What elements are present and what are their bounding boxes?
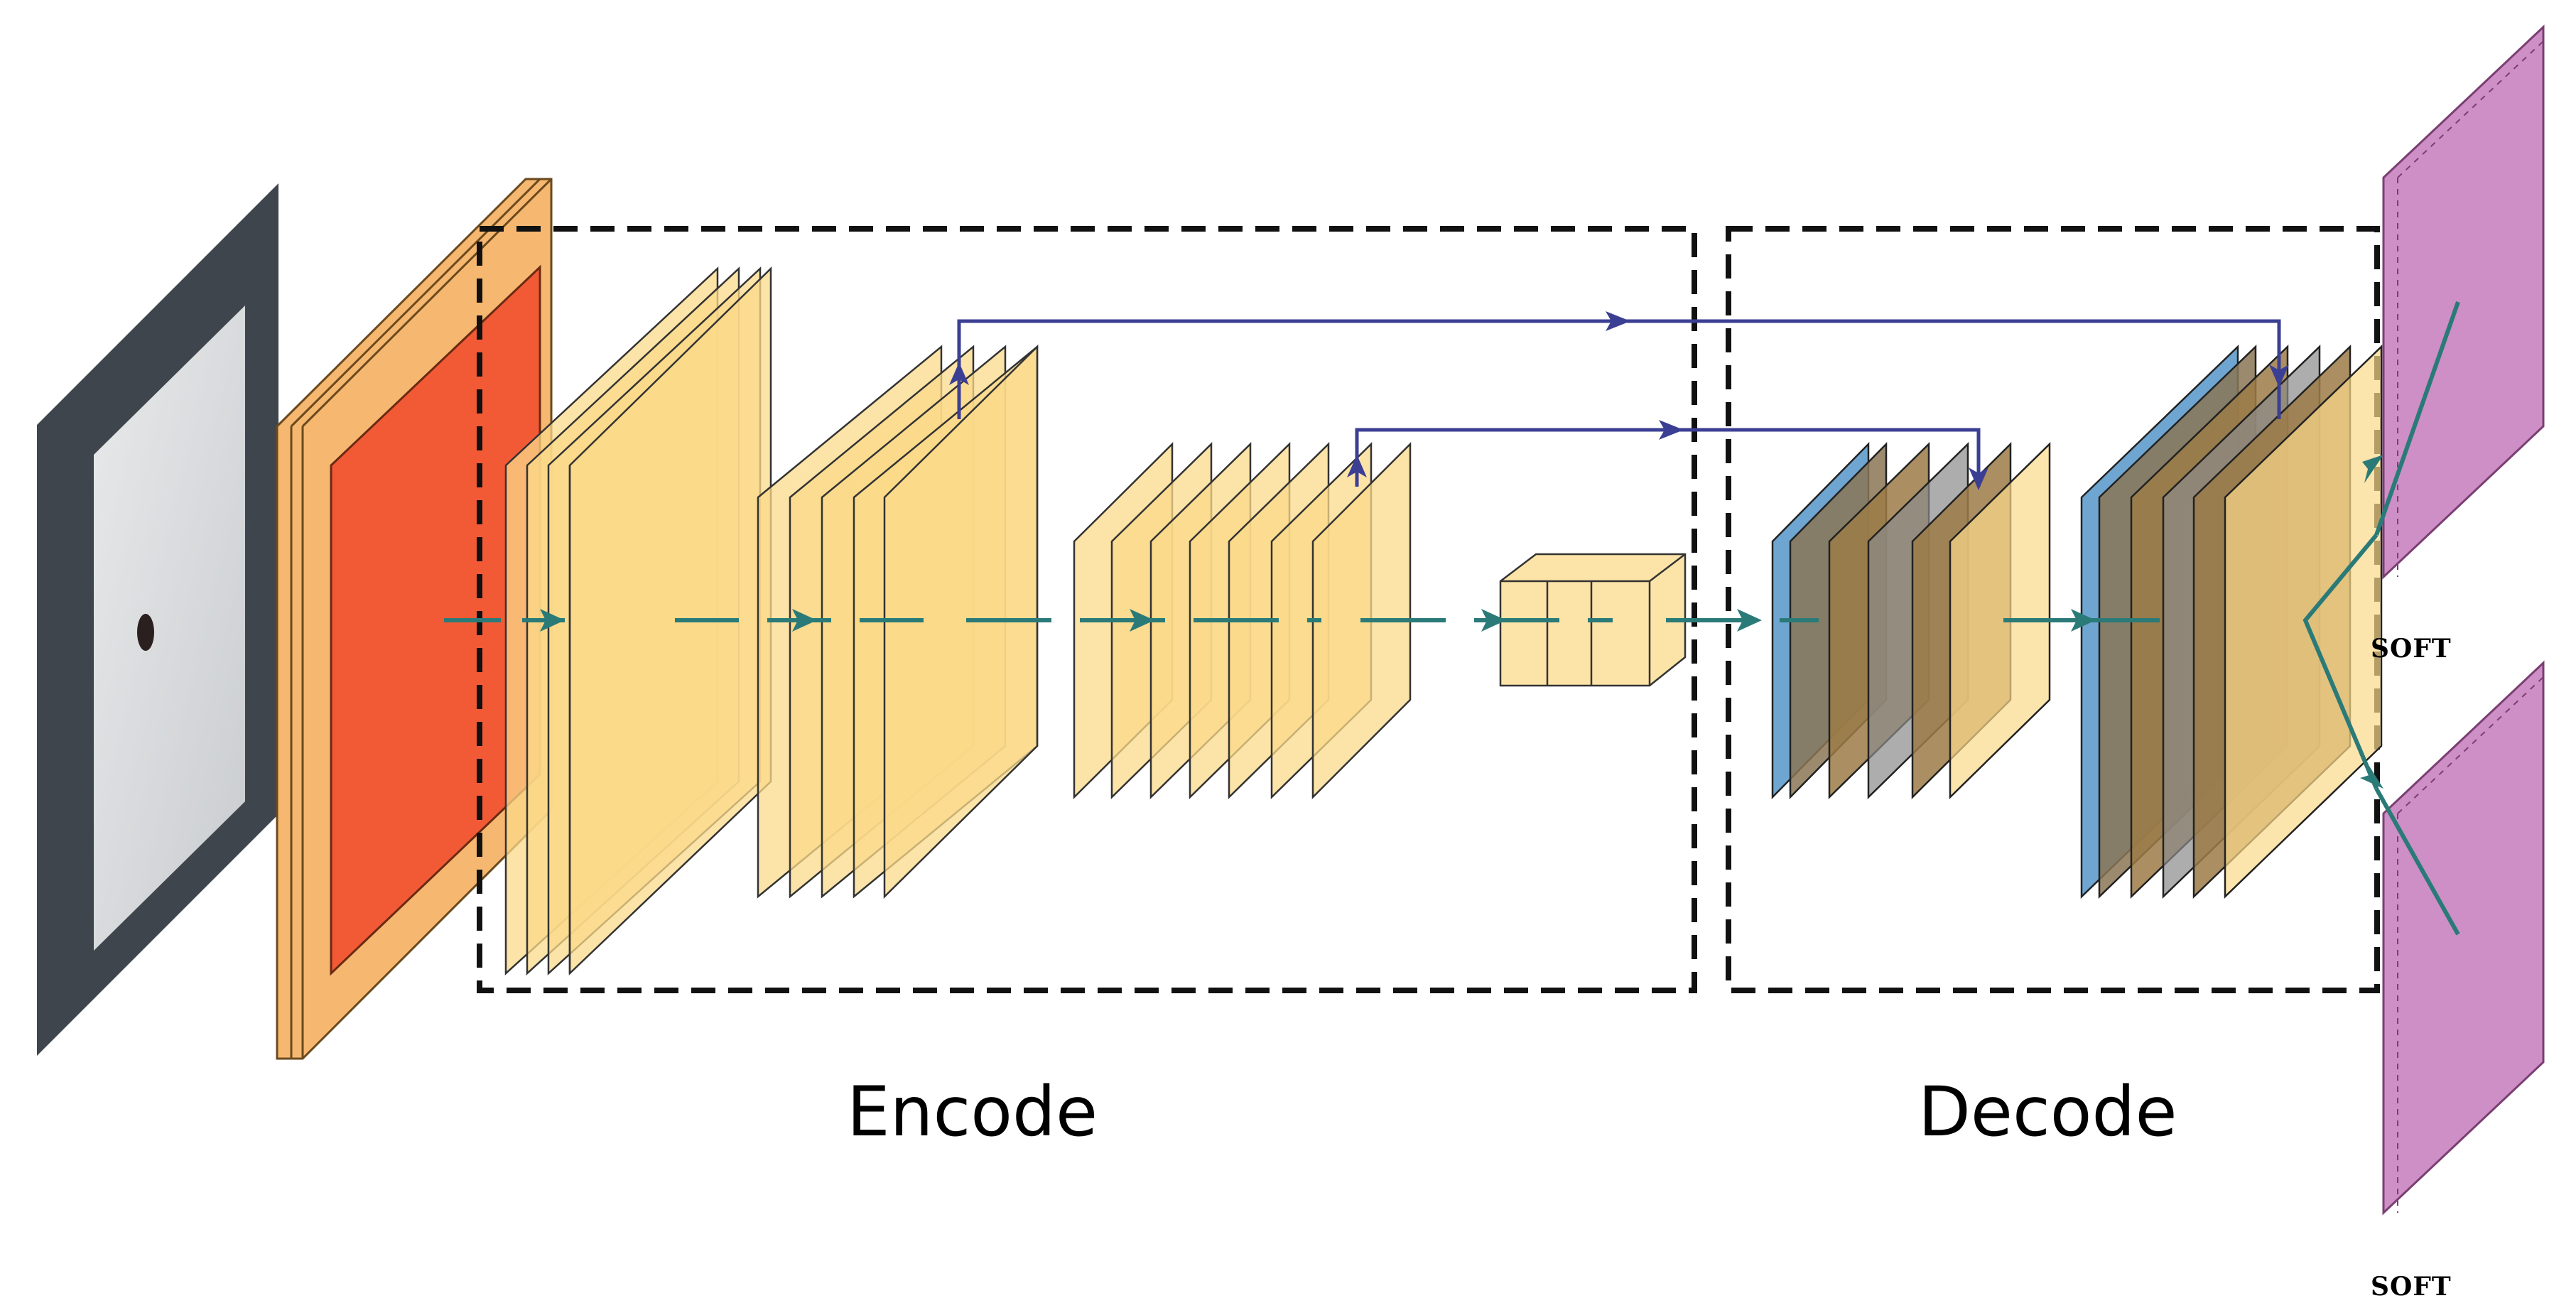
decoder-block-1 bbox=[1771, 441, 2051, 800]
encoder-block-1 bbox=[504, 266, 772, 975]
encode-region-box bbox=[477, 226, 1697, 993]
decode-region-box bbox=[1726, 226, 2380, 993]
output-map-bottom bbox=[2374, 660, 2545, 1216]
skip-arrowheads bbox=[949, 311, 2289, 490]
decode-label: Decode bbox=[1918, 1072, 2177, 1152]
input-image bbox=[37, 183, 278, 1056]
encode-label: Encode bbox=[847, 1072, 1098, 1152]
flow-arrowheads bbox=[540, 455, 2383, 789]
output-map-top bbox=[2374, 24, 2545, 580]
first-conv-layer bbox=[276, 178, 553, 1060]
encoder-block-2 bbox=[757, 345, 1039, 899]
softmax-label-top: SOFT bbox=[2371, 634, 2452, 664]
softmax-label-bottom: SOFT bbox=[2371, 1272, 2452, 1302]
decoder-block-2 bbox=[2080, 345, 2383, 899]
